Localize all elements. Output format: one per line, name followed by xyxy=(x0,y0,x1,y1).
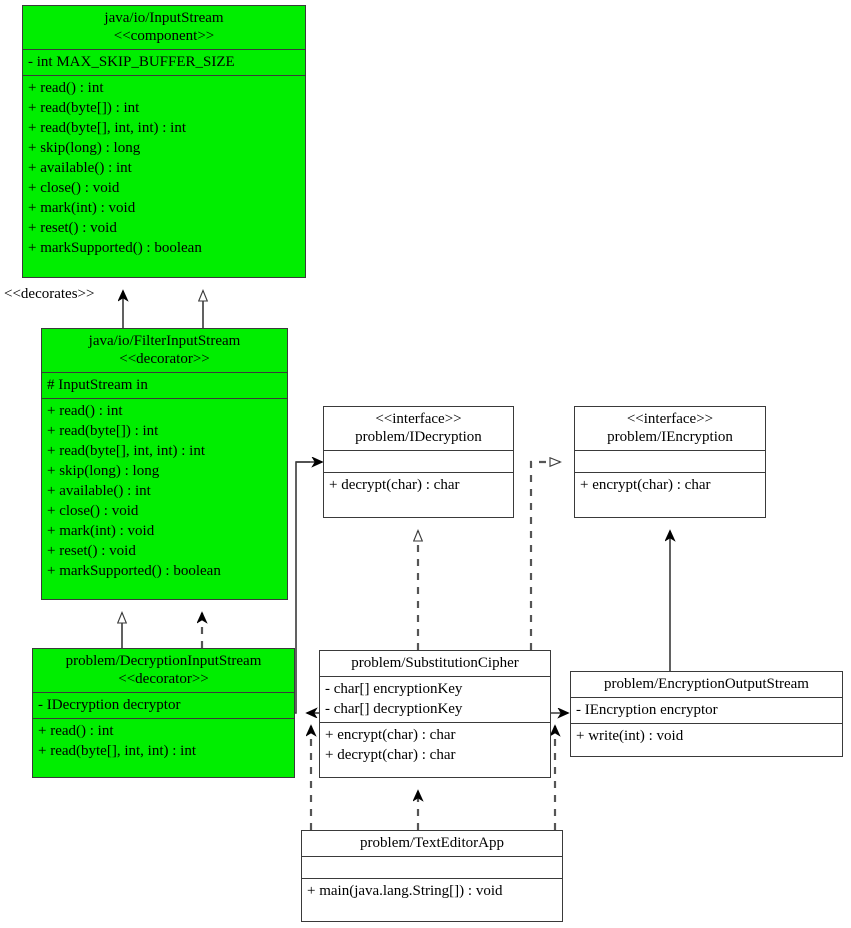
class-stereotype: <<decorator>> xyxy=(119,351,210,367)
class-box-idecryption[interactable]: <<interface>> problem/IDecryption + decr… xyxy=(323,406,514,518)
methods-compartment-filterinputstream: + read() : int + read(byte[]) : int + re… xyxy=(42,398,287,584)
attribute-row: - IEncryption encryptor xyxy=(576,702,718,718)
class-header-substitutioncipher: problem/SubstitutionCipher xyxy=(320,651,550,676)
class-header-filterinputstream: java/io/FilterInputStream <<decorator>> xyxy=(42,329,287,372)
method-row: + read(byte[], int, int) : int xyxy=(47,443,205,459)
method-row: + encrypt(char) : char xyxy=(325,727,456,743)
method-row: + decrypt(char) : char xyxy=(329,477,460,493)
method-row: + read(byte[]) : int xyxy=(28,100,140,116)
class-name: problem/EncryptionOutputStream xyxy=(604,676,809,692)
method-row: + read() : int xyxy=(38,723,114,739)
attribute-row: # InputStream in xyxy=(47,377,148,393)
method-row: + markSupported() : boolean xyxy=(47,563,221,579)
class-box-substitutioncipher[interactable]: problem/SubstitutionCipher - char[] encr… xyxy=(319,650,551,778)
method-row: + close() : void xyxy=(28,180,120,196)
method-row: + read() : int xyxy=(47,403,123,419)
class-name: problem/IEncryption xyxy=(607,429,733,445)
method-row: + main(java.lang.String[]) : void xyxy=(307,883,503,899)
method-row: + mark(int) : void xyxy=(28,200,136,216)
methods-compartment-inputstream: + read() : int + read(byte[]) : int + re… xyxy=(23,75,305,261)
class-box-encryptionoutputstream[interactable]: problem/EncryptionOutputStream - IEncryp… xyxy=(570,671,843,757)
class-stereotype: <<interface>> xyxy=(626,411,714,427)
method-row: + skip(long) : long xyxy=(28,140,141,156)
methods-compartment-iencryption: + encrypt(char) : char xyxy=(575,472,765,498)
method-row: + read(byte[], int, int) : int xyxy=(28,120,186,136)
attributes-compartment-substitutioncipher: - char[] encryptionKey - char[] decrypti… xyxy=(320,676,550,722)
class-stereotype: <<decorator>> xyxy=(118,671,209,687)
class-header-iencryption: <<interface>> problem/IEncryption xyxy=(575,407,765,450)
attributes-compartment-texteditorapp xyxy=(302,856,562,878)
class-stereotype: <<interface>> xyxy=(375,411,462,427)
class-header-encryptionoutputstream: problem/EncryptionOutputStream xyxy=(571,672,842,697)
method-row: + reset() : void xyxy=(28,220,117,236)
method-row: + markSupported() : boolean xyxy=(28,240,202,256)
methods-compartment-encryptionoutputstream: + write(int) : void xyxy=(571,723,842,749)
methods-compartment-texteditorapp: + main(java.lang.String[]) : void xyxy=(302,878,562,904)
class-header-inputstream: java/io/InputStream <<component>> xyxy=(23,6,305,49)
class-name: problem/TextEditorApp xyxy=(360,835,504,851)
method-row: + available() : int xyxy=(47,483,151,499)
class-header-idecryption: <<interface>> problem/IDecryption xyxy=(324,407,513,450)
attributes-compartment-idecryption xyxy=(324,450,513,472)
edge-decryptionstream-has-idecryption xyxy=(295,462,322,714)
edge-label-decorates: <<decorates>> xyxy=(4,286,95,302)
class-box-iencryption[interactable]: <<interface>> problem/IEncryption + encr… xyxy=(574,406,766,518)
edge-substitutioncipher-implements-iencryption xyxy=(529,462,560,650)
class-header-decryptioninputstream: problem/DecryptionInputStream <<decorato… xyxy=(33,649,294,692)
class-stereotype: <<component>> xyxy=(113,28,215,44)
class-name: problem/DecryptionInputStream xyxy=(65,653,262,669)
class-box-texteditorapp[interactable]: problem/TextEditorApp + main(java.lang.S… xyxy=(301,830,563,922)
attributes-compartment-encryptionoutputstream: - IEncryption encryptor xyxy=(571,697,842,723)
method-row: + encrypt(char) : char xyxy=(580,477,711,493)
method-row: + close() : void xyxy=(47,503,139,519)
method-row: + reset() : void xyxy=(47,543,136,559)
attributes-compartment-decryptioninputstream: - IDecryption decryptor xyxy=(33,692,294,718)
class-name: java/io/InputStream xyxy=(104,10,224,26)
class-name: problem/SubstitutionCipher xyxy=(351,655,519,671)
class-box-inputstream[interactable]: java/io/InputStream <<component>> - int … xyxy=(22,5,306,278)
attribute-row: - char[] decryptionKey xyxy=(325,701,463,717)
attributes-compartment-iencryption xyxy=(575,450,765,472)
attributes-compartment-filterinputstream: # InputStream in xyxy=(42,372,287,398)
class-box-decryptioninputstream[interactable]: problem/DecryptionInputStream <<decorato… xyxy=(32,648,295,778)
attribute-row: - IDecryption decryptor xyxy=(38,697,181,713)
method-row: + read() : int xyxy=(28,80,104,96)
attribute-row: - char[] encryptionKey xyxy=(325,681,463,697)
class-header-texteditorapp: problem/TextEditorApp xyxy=(302,831,562,856)
attribute-row: - int MAX_SKIP_BUFFER_SIZE xyxy=(28,54,235,70)
methods-compartment-decryptioninputstream: + read() : int + read(byte[], int, int) … xyxy=(33,718,294,764)
method-row: + write(int) : void xyxy=(576,728,684,744)
methods-compartment-substitutioncipher: + encrypt(char) : char + decrypt(char) :… xyxy=(320,722,550,768)
class-name: java/io/FilterInputStream xyxy=(88,333,241,349)
method-row: + skip(long) : long xyxy=(47,463,160,479)
method-row: + read(byte[]) : int xyxy=(47,423,159,439)
method-row: + decrypt(char) : char xyxy=(325,747,456,763)
class-name: problem/IDecryption xyxy=(355,429,482,445)
class-box-filterinputstream[interactable]: java/io/FilterInputStream <<decorator>> … xyxy=(41,328,288,600)
method-row: + available() : int xyxy=(28,160,132,176)
attributes-compartment-inputstream: - int MAX_SKIP_BUFFER_SIZE xyxy=(23,49,305,75)
method-row: + mark(int) : void xyxy=(47,523,155,539)
methods-compartment-idecryption: + decrypt(char) : char xyxy=(324,472,513,498)
method-row: + read(byte[], int, int) : int xyxy=(38,743,196,759)
